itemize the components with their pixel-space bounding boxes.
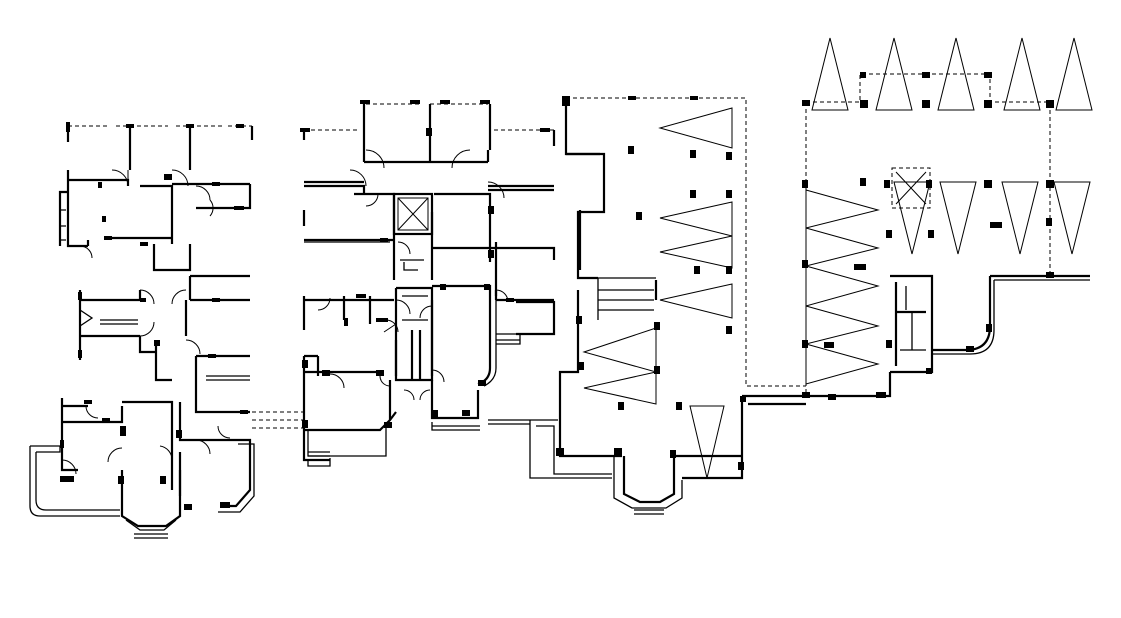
block-b: [300, 100, 556, 467]
parking-hall-b: [802, 37, 1093, 400]
parking-hall-a: [529, 96, 806, 515]
block-a-balconies: [66, 122, 254, 170]
block-a: [29, 122, 304, 539]
